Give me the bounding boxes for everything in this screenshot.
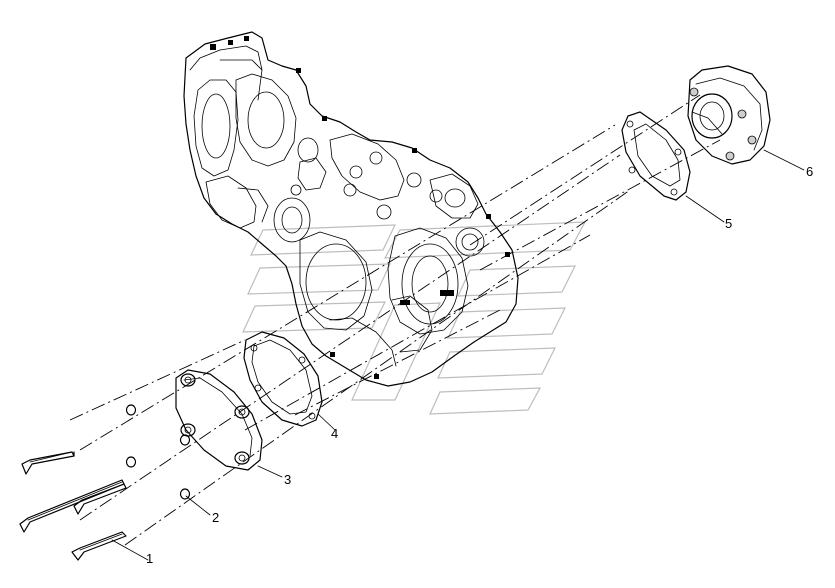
part-2-washers [125, 404, 191, 500]
callout-4: 4 [331, 426, 338, 441]
callout-3: 3 [284, 472, 291, 487]
leader-lines [111, 149, 805, 561]
part-6-flange-housing [687, 65, 771, 165]
part-4-gasket [243, 331, 323, 427]
callout-labels: 1 2 3 4 5 6 [146, 164, 813, 566]
callout-6: 6 [806, 164, 813, 179]
assembly-axis-lines [69, 94, 721, 546]
callout-2: 2 [212, 510, 219, 525]
gear-housing [183, 31, 519, 387]
part-5-gasket [621, 111, 691, 201]
watermark-logo [242, 221, 587, 415]
callout-1: 1 [146, 551, 153, 566]
callout-5: 5 [725, 216, 732, 231]
part-1-bolts [19, 451, 127, 561]
part-3-cover-plate [175, 369, 263, 471]
